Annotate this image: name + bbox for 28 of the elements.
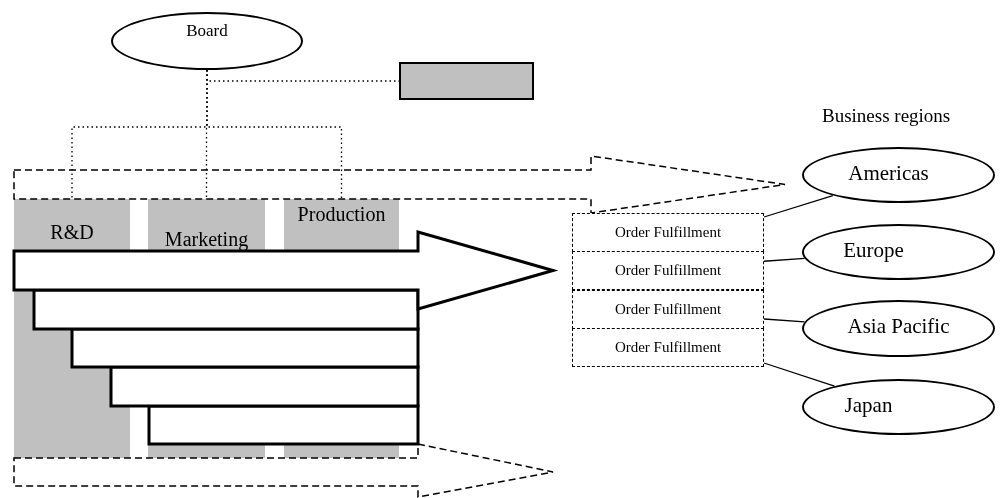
section-heading: Business regions — [822, 106, 951, 127]
region-label: Americas — [847, 162, 930, 186]
process-box — [572, 213, 764, 252]
process-box — [572, 290, 764, 329]
connector-line — [763, 194, 834, 218]
block-arrow — [13, 155, 786, 214]
empty-box — [399, 62, 534, 100]
region-label: Japan — [843, 394, 894, 418]
department-box — [14, 199, 130, 251]
department-box — [148, 199, 265, 251]
block-arrow — [12, 230, 559, 311]
department-label: Marketing — [163, 228, 250, 250]
department-label: R&D — [49, 221, 95, 243]
process-label: Order Fulfillment — [613, 339, 723, 356]
dotted-connector — [206, 69, 343, 200]
connector-line — [763, 257, 806, 262]
region-label: Europe — [842, 239, 905, 263]
process-box — [572, 251, 764, 290]
connector-line — [763, 318, 806, 323]
process-label: Order Fulfillment — [613, 224, 723, 241]
process-box — [572, 328, 764, 367]
board-label: Board — [185, 22, 229, 41]
process-label: Order Fulfillment — [613, 301, 723, 318]
process-label: Order Fulfillment — [613, 262, 723, 279]
region-label: Asia Pacific — [846, 315, 951, 339]
connector-line — [763, 362, 836, 387]
department-label: Production — [296, 203, 387, 225]
department-box — [284, 199, 399, 251]
